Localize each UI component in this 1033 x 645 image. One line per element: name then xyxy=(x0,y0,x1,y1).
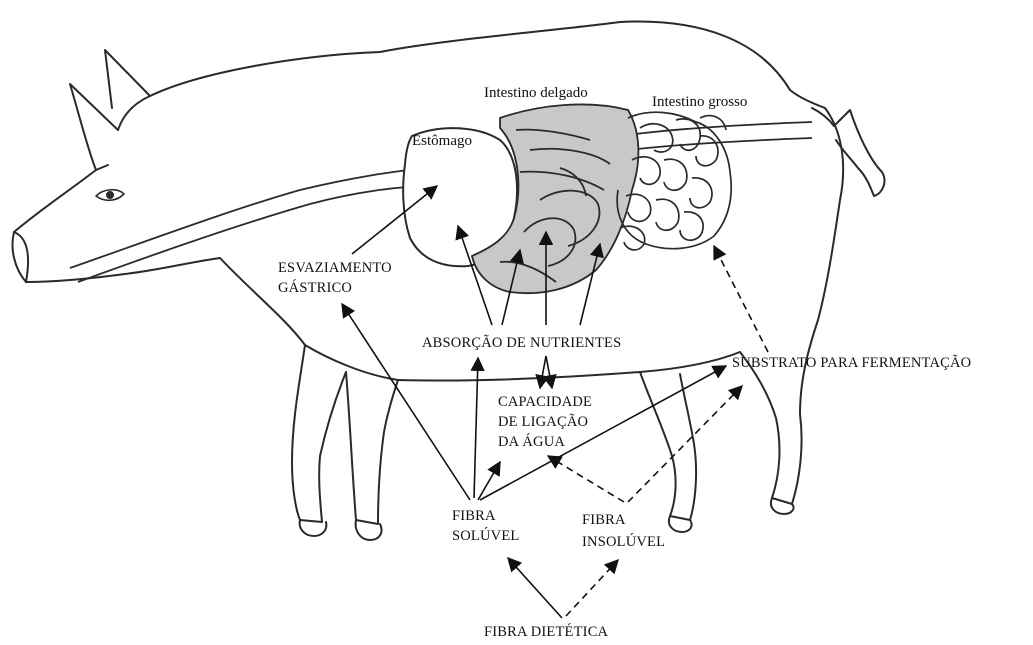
arrow-soluble-to-gastric xyxy=(342,304,470,500)
arrow-soluble-to-fermentation xyxy=(480,366,726,500)
label-large-intestine: Intestino grosso xyxy=(652,93,747,111)
arrow-absorption-to-water-1 xyxy=(540,356,546,388)
arrow-soluble-to-absorption xyxy=(474,358,478,498)
arrow-dietary-to-insoluble xyxy=(566,560,618,616)
label-fermentation-substrate: SUBSTRATO PARA FERMENTAÇÃO xyxy=(732,355,971,372)
label-insoluble-fiber-line1: FIBRA xyxy=(582,512,626,529)
arrow-insoluble-to-water xyxy=(548,456,624,502)
arrow-dietary-to-soluble xyxy=(508,558,562,618)
label-dietary-fiber: FIBRA DIETÉTICA xyxy=(484,624,608,641)
label-small-intestine: Intestino delgado xyxy=(484,84,588,102)
label-water-binding-line1: CAPACIDADE xyxy=(498,394,592,411)
label-gastric-emptying-line2: GÁSTRICO xyxy=(278,280,352,297)
arrow-fermentation-to-large-intestine xyxy=(714,246,768,352)
pig-outline xyxy=(13,22,885,540)
label-soluble-fiber-line1: FIBRA xyxy=(452,508,496,525)
label-stomach: Estômago xyxy=(412,132,472,150)
label-nutrient-absorption: ABSORÇÃO DE NUTRIENTES xyxy=(422,335,621,352)
label-soluble-fiber-line2: SOLÚVEL xyxy=(452,528,519,545)
arrow-absorption-to-water-2 xyxy=(546,356,552,388)
label-water-binding-line3: DA ÁGUA xyxy=(498,434,565,451)
label-insoluble-fiber-line2: INSOLÚVEL xyxy=(582,534,665,551)
label-water-binding-line2: DE LIGAÇÃO xyxy=(498,414,588,431)
label-gastric-emptying-line1: ESVAZIAMENTO xyxy=(278,260,392,277)
